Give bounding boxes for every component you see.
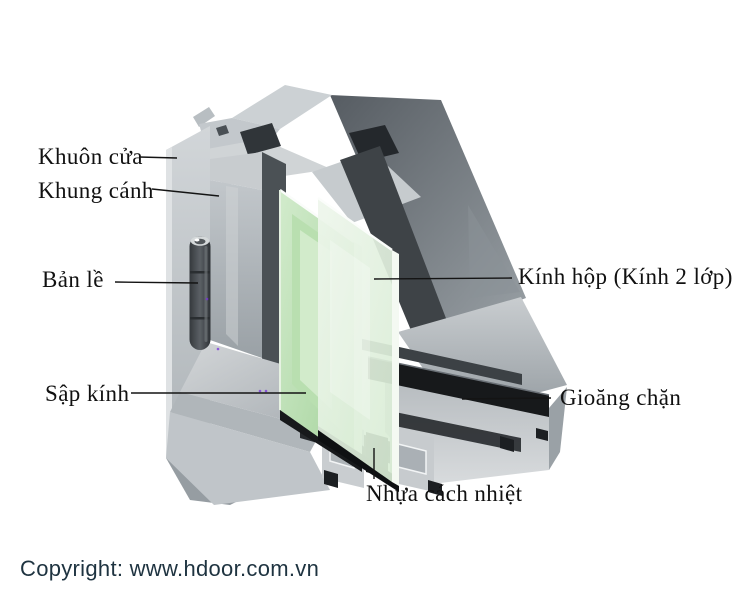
glazing-channel-shadow xyxy=(340,146,452,352)
label-kinh-hop: Kính hộp (Kính 2 lớp) xyxy=(518,264,733,289)
leader-khung-canh xyxy=(151,188,220,197)
bottom-rail xyxy=(358,297,567,484)
leader-khuon-cua xyxy=(138,156,178,159)
label-khung-canh: Khung cánh xyxy=(38,178,154,203)
label-gioang-chan: Gioăng chặn xyxy=(560,385,682,410)
label-khuon-cua: Khuôn cửa xyxy=(38,144,143,169)
watermark-dots xyxy=(205,297,268,393)
hinge xyxy=(189,236,211,350)
label-ban-le: Bản lề xyxy=(42,267,104,292)
label-sap-kinh: Sập kính xyxy=(45,381,130,406)
copyright-text: Copyright: www.hdoor.com.vn xyxy=(20,556,320,581)
sash-frame-face xyxy=(210,152,286,380)
leader-gioang-chan xyxy=(461,397,552,400)
leader-lines xyxy=(114,156,552,479)
glass-unit xyxy=(279,188,399,492)
leader-kinh-hop xyxy=(373,277,513,280)
leader-ban-le xyxy=(114,281,199,284)
label-nhua-cach-nhiet: Nhựa cách nhiệt xyxy=(366,481,523,506)
